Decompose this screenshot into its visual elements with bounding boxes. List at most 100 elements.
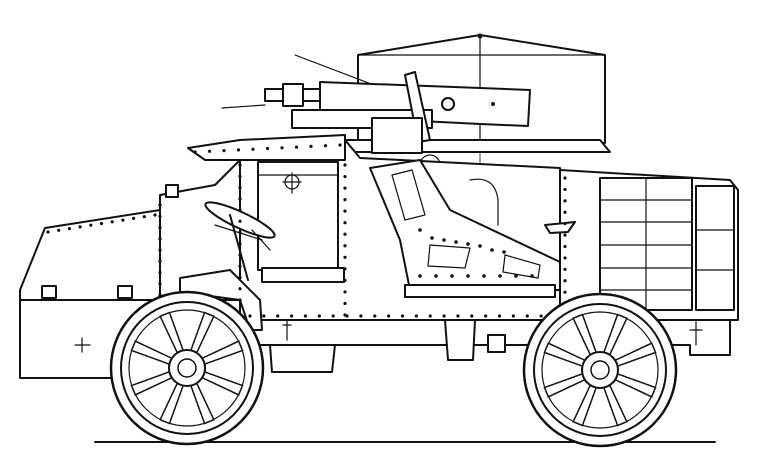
rivet [280, 146, 284, 150]
rivet [563, 199, 567, 203]
rivet [343, 255, 347, 259]
rivet [539, 314, 543, 318]
rivet [78, 225, 82, 229]
rivet [238, 208, 242, 212]
rivet [265, 146, 270, 151]
rivet [563, 279, 567, 283]
frame-rivets [418, 228, 534, 278]
rivet [359, 314, 363, 318]
rivet [158, 225, 162, 230]
rivet [238, 253, 242, 257]
rivet [373, 314, 377, 318]
rivet [456, 314, 460, 318]
rivet [158, 203, 162, 207]
rivet [343, 267, 347, 271]
hub-cap [177, 358, 197, 378]
rim-inner [541, 311, 659, 429]
rivet [414, 314, 418, 318]
rivet [238, 197, 242, 201]
rivet [110, 220, 114, 224]
rivet [236, 148, 241, 152]
rivet [563, 256, 567, 260]
rivet [343, 186, 347, 190]
rivet [121, 218, 125, 222]
rivet [470, 314, 474, 318]
rivet [67, 227, 71, 231]
rivet [248, 314, 252, 318]
rivet [563, 233, 567, 237]
rivet [158, 270, 162, 275]
hub-cap [590, 360, 610, 380]
rivet [511, 314, 516, 318]
rivet [238, 174, 242, 178]
gun-mount-frame [369, 159, 576, 298]
rivet [345, 314, 349, 318]
rivet [343, 244, 347, 248]
rivet [525, 314, 529, 318]
rim-inner [128, 309, 246, 427]
rim [533, 303, 667, 437]
rivet [99, 221, 104, 226]
front-wheel [109, 290, 265, 446]
rivet [563, 210, 567, 214]
rivet [343, 232, 347, 236]
rivet [343, 198, 347, 202]
rear-locker [599, 177, 735, 311]
rivet [238, 264, 242, 268]
rivet [46, 230, 50, 234]
rivet [331, 314, 335, 318]
rivet [343, 221, 347, 225]
rivet [222, 149, 226, 153]
rivet [343, 301, 347, 306]
rivet [238, 219, 242, 223]
rivet [193, 150, 197, 154]
rivet [153, 213, 157, 217]
rivet [343, 290, 347, 294]
machine-gun [221, 54, 531, 191]
rivet [400, 314, 405, 318]
rivet [158, 248, 162, 252]
rivet [207, 149, 212, 153]
rivet [294, 145, 299, 149]
rivet [238, 298, 242, 302]
rivet [238, 275, 242, 280]
rivet [338, 143, 342, 147]
rivet [563, 244, 567, 249]
hull-rivets [46, 143, 567, 318]
rivet [343, 209, 347, 213]
rivet [89, 223, 93, 227]
rivet [442, 314, 446, 318]
rivet [563, 222, 567, 226]
rivet [57, 228, 61, 232]
rivet [303, 314, 308, 318]
rivet [158, 259, 162, 263]
rivet [238, 287, 242, 291]
rivet [497, 314, 502, 318]
rivet [276, 314, 280, 318]
rivet [428, 314, 432, 318]
rivet [262, 314, 266, 318]
rivet [251, 147, 255, 151]
rivet [484, 314, 488, 318]
rivet [343, 174, 347, 179]
rivet [317, 314, 321, 318]
rivet [142, 215, 146, 219]
rivet [158, 282, 162, 286]
rivet [158, 237, 162, 241]
rivet [289, 314, 294, 318]
rivet [343, 163, 347, 167]
rivet [563, 267, 567, 271]
running-board [261, 267, 345, 283]
rivet [238, 230, 242, 235]
rivet [563, 176, 567, 180]
rivet [343, 278, 347, 282]
rivet [238, 242, 242, 246]
rivet [563, 290, 567, 294]
rear-wheel [522, 292, 678, 448]
rim [120, 301, 254, 435]
rivet [309, 144, 313, 148]
cab-door [257, 161, 339, 271]
rivet [323, 144, 328, 148]
fittings [41, 285, 703, 361]
